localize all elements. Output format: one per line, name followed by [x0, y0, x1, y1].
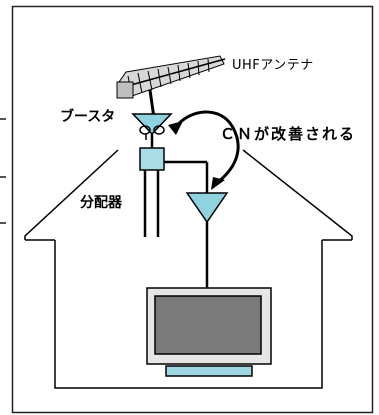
edge-mark-bottom: [0, 222, 6, 224]
house-outline-icon: [24, 149, 119, 240]
house-walls: [54, 240, 323, 389]
splitter-label: 分配器: [80, 195, 122, 211]
booster-label: ブースタ: [60, 109, 116, 125]
television-icon: [146, 287, 272, 377]
antenna-label: UHFアンテナ: [232, 58, 314, 73]
amplifier-triangle-icon: [185, 192, 229, 288]
cn-improved-label: ＣＮが改善される: [220, 125, 357, 143]
booster-amplifier-icon: [131, 113, 173, 140]
house-roof-right: [242, 149, 353, 240]
curved-arrow-icon: [168, 110, 240, 190]
uhf-antenna-icon: [116, 55, 226, 119]
diagram-frame: [11, 5, 374, 414]
splitter-box-icon: [139, 140, 209, 237]
edge-mark-middle: [0, 176, 6, 178]
edge-mark-top: [0, 118, 6, 120]
